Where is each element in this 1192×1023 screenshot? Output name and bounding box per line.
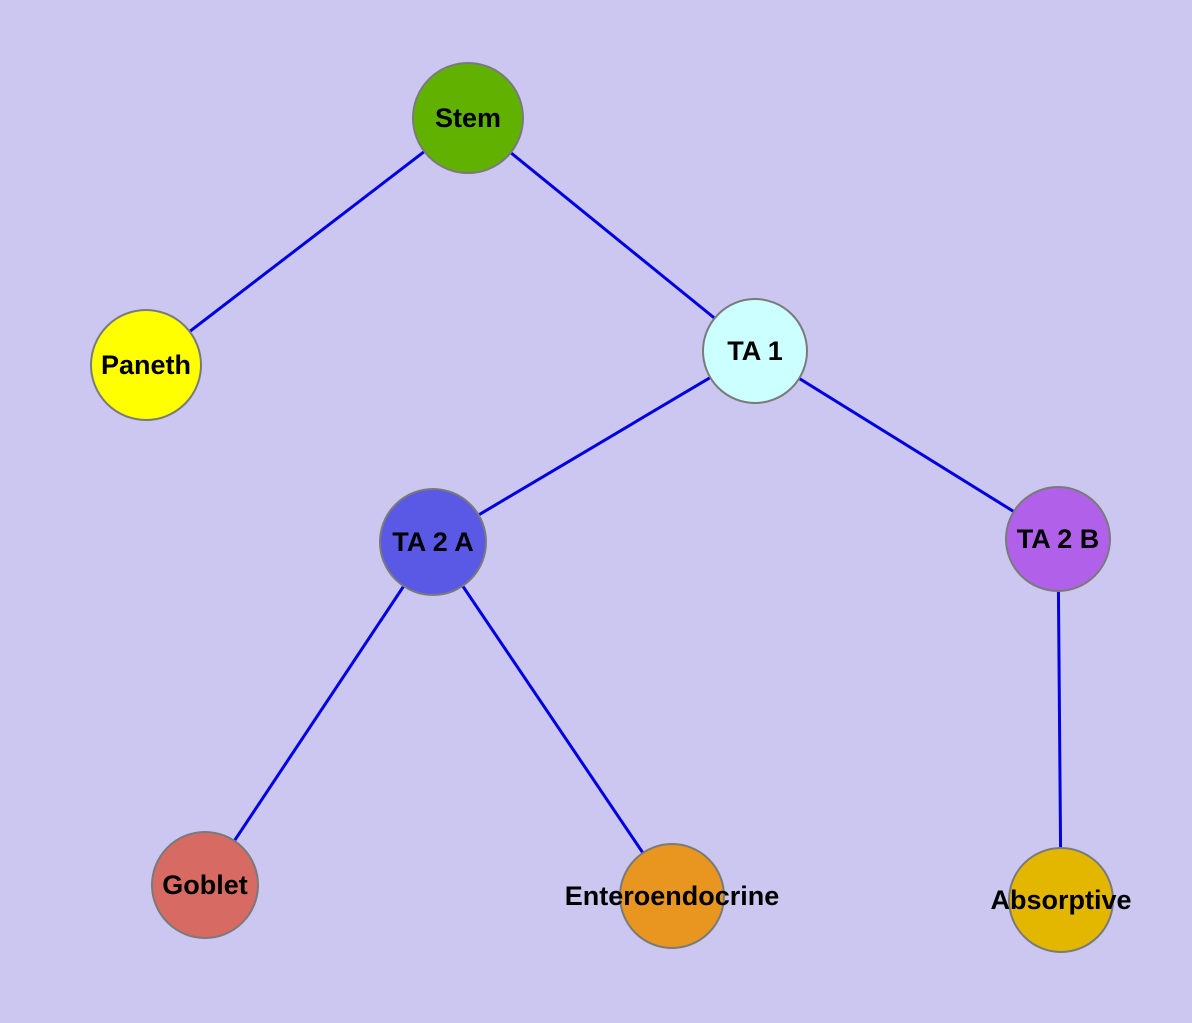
node-label-ta1: TA 1 <box>727 336 783 366</box>
node-ta2b[interactable] <box>1005 486 1111 592</box>
node-goblet[interactable] <box>151 831 259 939</box>
node-label-goblet: Goblet <box>162 870 248 900</box>
node-label-ta2a: TA 2 A <box>392 527 474 557</box>
node-label-paneth: Paneth <box>101 350 191 380</box>
node-enteroendocrine[interactable] <box>619 843 725 949</box>
node-label-ta2b: TA 2 B <box>1017 524 1100 554</box>
edge-ta2b-absorptive <box>1056 538 1063 901</box>
node-absorptive[interactable] <box>1008 847 1114 953</box>
node-ta2a[interactable] <box>379 488 487 596</box>
node-label-enteroendocrine: Enteroendocrine <box>565 881 780 911</box>
node-label-absorptive: Absorptive <box>990 885 1131 915</box>
edge-stem-paneth <box>145 116 469 367</box>
edge-ta2a-goblet <box>203 541 435 886</box>
node-stem[interactable] <box>412 62 524 174</box>
edge-ta1-ta2a <box>432 349 756 544</box>
edge-ta1-ta2b <box>754 349 1059 541</box>
edge-stem-ta1 <box>467 116 756 353</box>
node-paneth[interactable] <box>90 309 202 421</box>
node-ta1[interactable] <box>702 298 808 404</box>
edge-ta2a-enteroendocrine <box>431 541 674 897</box>
node-label-stem: Stem <box>435 103 501 133</box>
